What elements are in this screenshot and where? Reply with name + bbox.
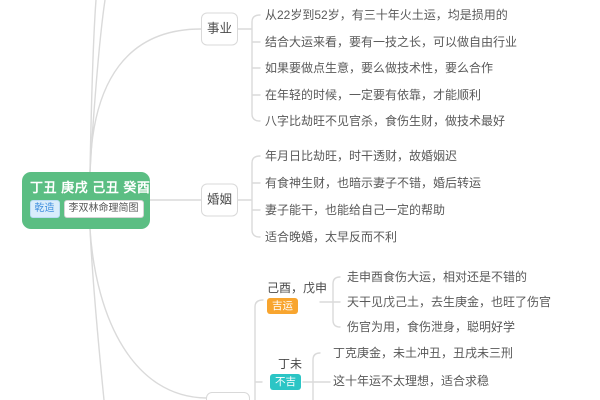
branch-node-marriage[interactable]: 婚姻 bbox=[201, 183, 239, 217]
title-tag[interactable]: 李双林命理简图 bbox=[63, 200, 144, 218]
bracket-marriage bbox=[234, 155, 261, 238]
leaf-jiyun-3[interactable]: 伤官为用，食伤泄身，聪明好学 bbox=[347, 320, 516, 334]
leaf-jiyun-2[interactable]: 天干见戊己土，去生庚金，也旺了伤官 bbox=[347, 295, 552, 309]
edge-root-career bbox=[89, 28, 202, 173]
edge-root-bottombox bbox=[89, 228, 207, 399]
leaf-buji-2[interactable]: 这十年运不太理想，适合求稳 bbox=[333, 374, 490, 388]
bracket-luck-group bbox=[254, 299, 264, 400]
branch-node-career[interactable]: 事业 bbox=[201, 12, 239, 46]
leaf-jiyun-1[interactable]: 走申酉食伤大运，相对还是不错的 bbox=[347, 270, 528, 284]
leaf-marriage-4[interactable]: 适合晚婚，太早反而不利 bbox=[265, 230, 398, 244]
luck-node-buji[interactable]: 丁未 不吉 bbox=[270, 357, 302, 390]
root-tags: 乾造 李双林命理简图 bbox=[29, 200, 144, 218]
leaf-career-2[interactable]: 结合大运来看，要有一技之长，可以做自由行业 bbox=[265, 35, 518, 49]
leaf-career-3[interactable]: 如果要做点生意，要么做技术性，要么合作 bbox=[265, 61, 494, 75]
leaf-marriage-3[interactable]: 妻子能干，也能给自己一定的帮助 bbox=[265, 203, 446, 217]
root-node[interactable]: 丁丑 庚戌 己丑 癸酉 乾造 李双林命理简图 bbox=[22, 172, 150, 229]
leaf-marriage-2[interactable]: 有食神生财，也暗示妻子不错，婚后转运 bbox=[265, 176, 482, 190]
branch-label: 婚姻 bbox=[207, 192, 233, 207]
leaf-career-4[interactable]: 在年轻的时候，一定要有依靠，才能顺利 bbox=[265, 88, 482, 102]
luck-label: 己酉，戊申 bbox=[267, 281, 328, 295]
buji-tag[interactable]: 不吉 bbox=[270, 374, 301, 390]
luck-node-jiyun[interactable]: 己酉，戊申 吉运 bbox=[267, 281, 327, 314]
leaf-career-1[interactable]: 从22岁到52岁，有三十年火土运，均是损用的 bbox=[265, 8, 508, 22]
jiyun-tag[interactable]: 吉运 bbox=[267, 298, 298, 314]
root-pillars-text: 丁丑 庚戌 己丑 癸酉 bbox=[30, 180, 151, 195]
leaf-buji-1[interactable]: 丁克庚金，未土冲丑，丑戌未三刑 bbox=[333, 346, 514, 360]
bracket-buji bbox=[302, 352, 331, 400]
cutoff-node-bottom[interactable] bbox=[206, 392, 250, 400]
branch-label: 事业 bbox=[207, 21, 233, 36]
leaf-career-5[interactable]: 八字比劫旺不见官杀，食伤生财，做技术最好 bbox=[265, 114, 506, 128]
gender-tag[interactable]: 乾造 bbox=[29, 200, 60, 218]
bracket-jiyun bbox=[319, 276, 341, 328]
leaf-marriage-1[interactable]: 年月日比劫旺，时干透财，故婚姻迟 bbox=[265, 149, 458, 163]
luck-label: 丁未 bbox=[278, 357, 303, 371]
edge-root-down bbox=[89, 228, 105, 400]
bracket-career bbox=[234, 14, 261, 122]
